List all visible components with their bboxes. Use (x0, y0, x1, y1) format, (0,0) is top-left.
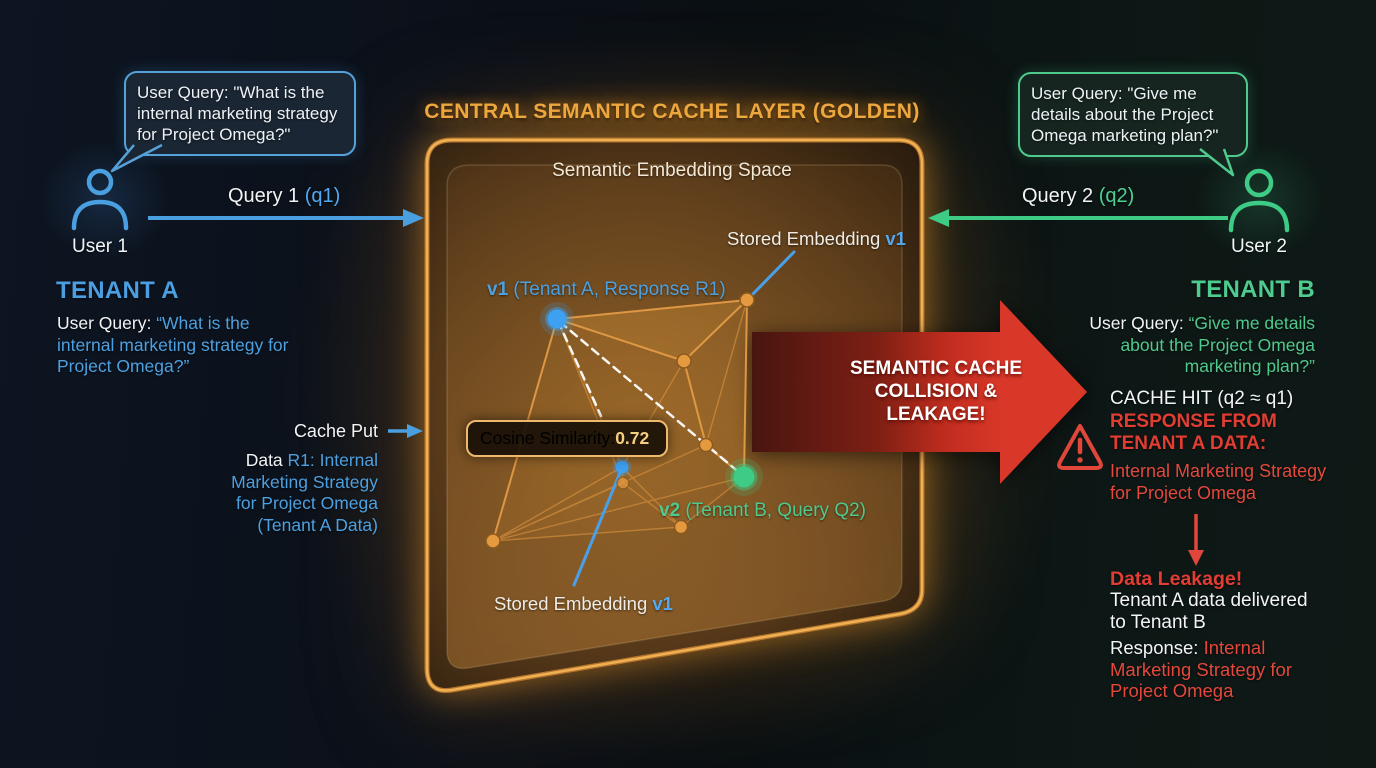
user1-bubble-text: User Query: "What is the internal market… (137, 83, 338, 144)
cache-box-border (425, 138, 924, 692)
data-leakage-heading: Data Leakage! (1110, 568, 1243, 590)
tenant-b-query-quote: “Give me details about the Project Omega… (1120, 313, 1315, 376)
v2-label-rest: (Tenant B, Query Q2) (680, 500, 866, 521)
v1-label-bold: v1 (487, 279, 509, 300)
user1-icon (71, 168, 129, 231)
tenant-b-heading: TENANT B (1191, 276, 1315, 303)
mesh-face (684, 300, 747, 477)
stored-bottom-text: Stored Embedding (494, 593, 653, 614)
embedding-nodes (485, 292, 755, 549)
user2-bubble-tail (1199, 148, 1235, 177)
v2-node (725, 458, 763, 496)
tenant-a-query: User Query: “What is the internal market… (57, 313, 289, 378)
v1-label: v1 (Tenant A, Response R1) (487, 279, 726, 301)
user1-speech-bubble: User Query: "What is the internal market… (124, 71, 356, 156)
user1-bubble-tail (110, 143, 163, 173)
cache-put-label: Cache Put (293, 421, 378, 441)
embedding-space-label: Semantic Embedding Space (552, 160, 792, 181)
cache-hit-label: CACHE HIT (q2 ≈ q1) (1110, 388, 1294, 409)
user2-speech-bubble: User Query: "Give me details about the P… (1018, 72, 1248, 157)
page-title: CENTRAL SEMANTIC CACHE LAYER (GOLDEN) (424, 100, 920, 123)
query1-id: (q1) (304, 185, 341, 207)
query1-label: Query 1 (q1) (228, 185, 341, 208)
collision-arrow (752, 300, 1087, 484)
stored-embedding-top-label: Stored Embedding v1 (727, 228, 906, 250)
leakage-response-value: Internal Marketing Strategy for Project … (1110, 637, 1292, 701)
tenant-a-data-prefix: Data (245, 450, 288, 470)
query2-text: Query 2 (1022, 185, 1099, 207)
query2-id: (q2) (1098, 185, 1135, 207)
stored-embedding-bottom-label: Stored Embedding v1 (494, 593, 673, 615)
stored-top-em: v1 (885, 228, 906, 249)
tenant-b-query-prefix: User Query: (1089, 313, 1189, 333)
collision-line3: LEAKAGE! (886, 404, 986, 425)
leakage-response-prefix: Response: (1110, 637, 1204, 658)
v2-label: v2 (Tenant B, Query Q2) (659, 500, 866, 522)
v2-label-bold: v2 (659, 500, 681, 521)
stored-bottom-leader-line (572, 466, 624, 587)
response-from-label: RESPONSE FROM TENANT A DATA: (1110, 411, 1277, 454)
cosine-value: 0.72 (615, 428, 650, 448)
leakage-arrow (1188, 514, 1204, 566)
user2-label: User 2 (1231, 236, 1287, 257)
tenant-a-query-quote: “What is the internal marketing strategy… (57, 313, 289, 376)
cosine-similarity-box: Cosine Similarity: 0.72 (466, 420, 668, 457)
data-leakage-text: Tenant A data delivered to Tenant B (1110, 590, 1308, 633)
stored-top-text: Stored Embedding (727, 228, 886, 249)
tenant-a-query-prefix: User Query: (57, 313, 157, 333)
cache-box-inner-panel (446, 164, 903, 670)
leakage-response: Response: Internal Marketing Strategy fo… (1110, 637, 1322, 702)
query1-text: Query 1 (228, 185, 305, 207)
user2-bubble-text: User Query: "Give me details about the P… (1031, 84, 1219, 145)
user2-icon (1228, 168, 1290, 233)
v1-label-rest: (Tenant A, Response R1) (508, 279, 726, 300)
stored-bottom-em: v1 (652, 593, 673, 614)
collision-line2: COLLISION & (874, 381, 998, 402)
v1-node (540, 302, 574, 336)
stored-top-leader-line (747, 250, 796, 300)
query2-label: Query 2 (q2) (1022, 185, 1135, 208)
warning-icon (1057, 424, 1103, 470)
cosine-label: Cosine Similarity: (480, 428, 616, 448)
stored-embedding-node (612, 457, 632, 477)
collision-line1: SEMANTIC CACHE (849, 358, 1023, 379)
tenant-a-data-text: R1: Internal Marketing Strategy for Proj… (231, 450, 378, 535)
cache-put-arrow (388, 424, 423, 438)
user1-label: User 1 (72, 236, 128, 257)
query2-arrow (928, 209, 1228, 227)
collision-arrow-text: SEMANTIC CACHE COLLISION & LEAKAGE! (836, 357, 1036, 426)
response-content: Internal Marketing Strategy for Project … (1110, 461, 1327, 503)
tenant-a-heading: TENANT A (56, 277, 179, 304)
tenant-a-data: Data R1: Internal Marketing Strategy for… (210, 450, 378, 536)
query1-arrow (148, 209, 424, 227)
tenant-b-query: User Query: “Give me details about the P… (1070, 313, 1315, 378)
semantic-cache-box (424, 137, 925, 694)
